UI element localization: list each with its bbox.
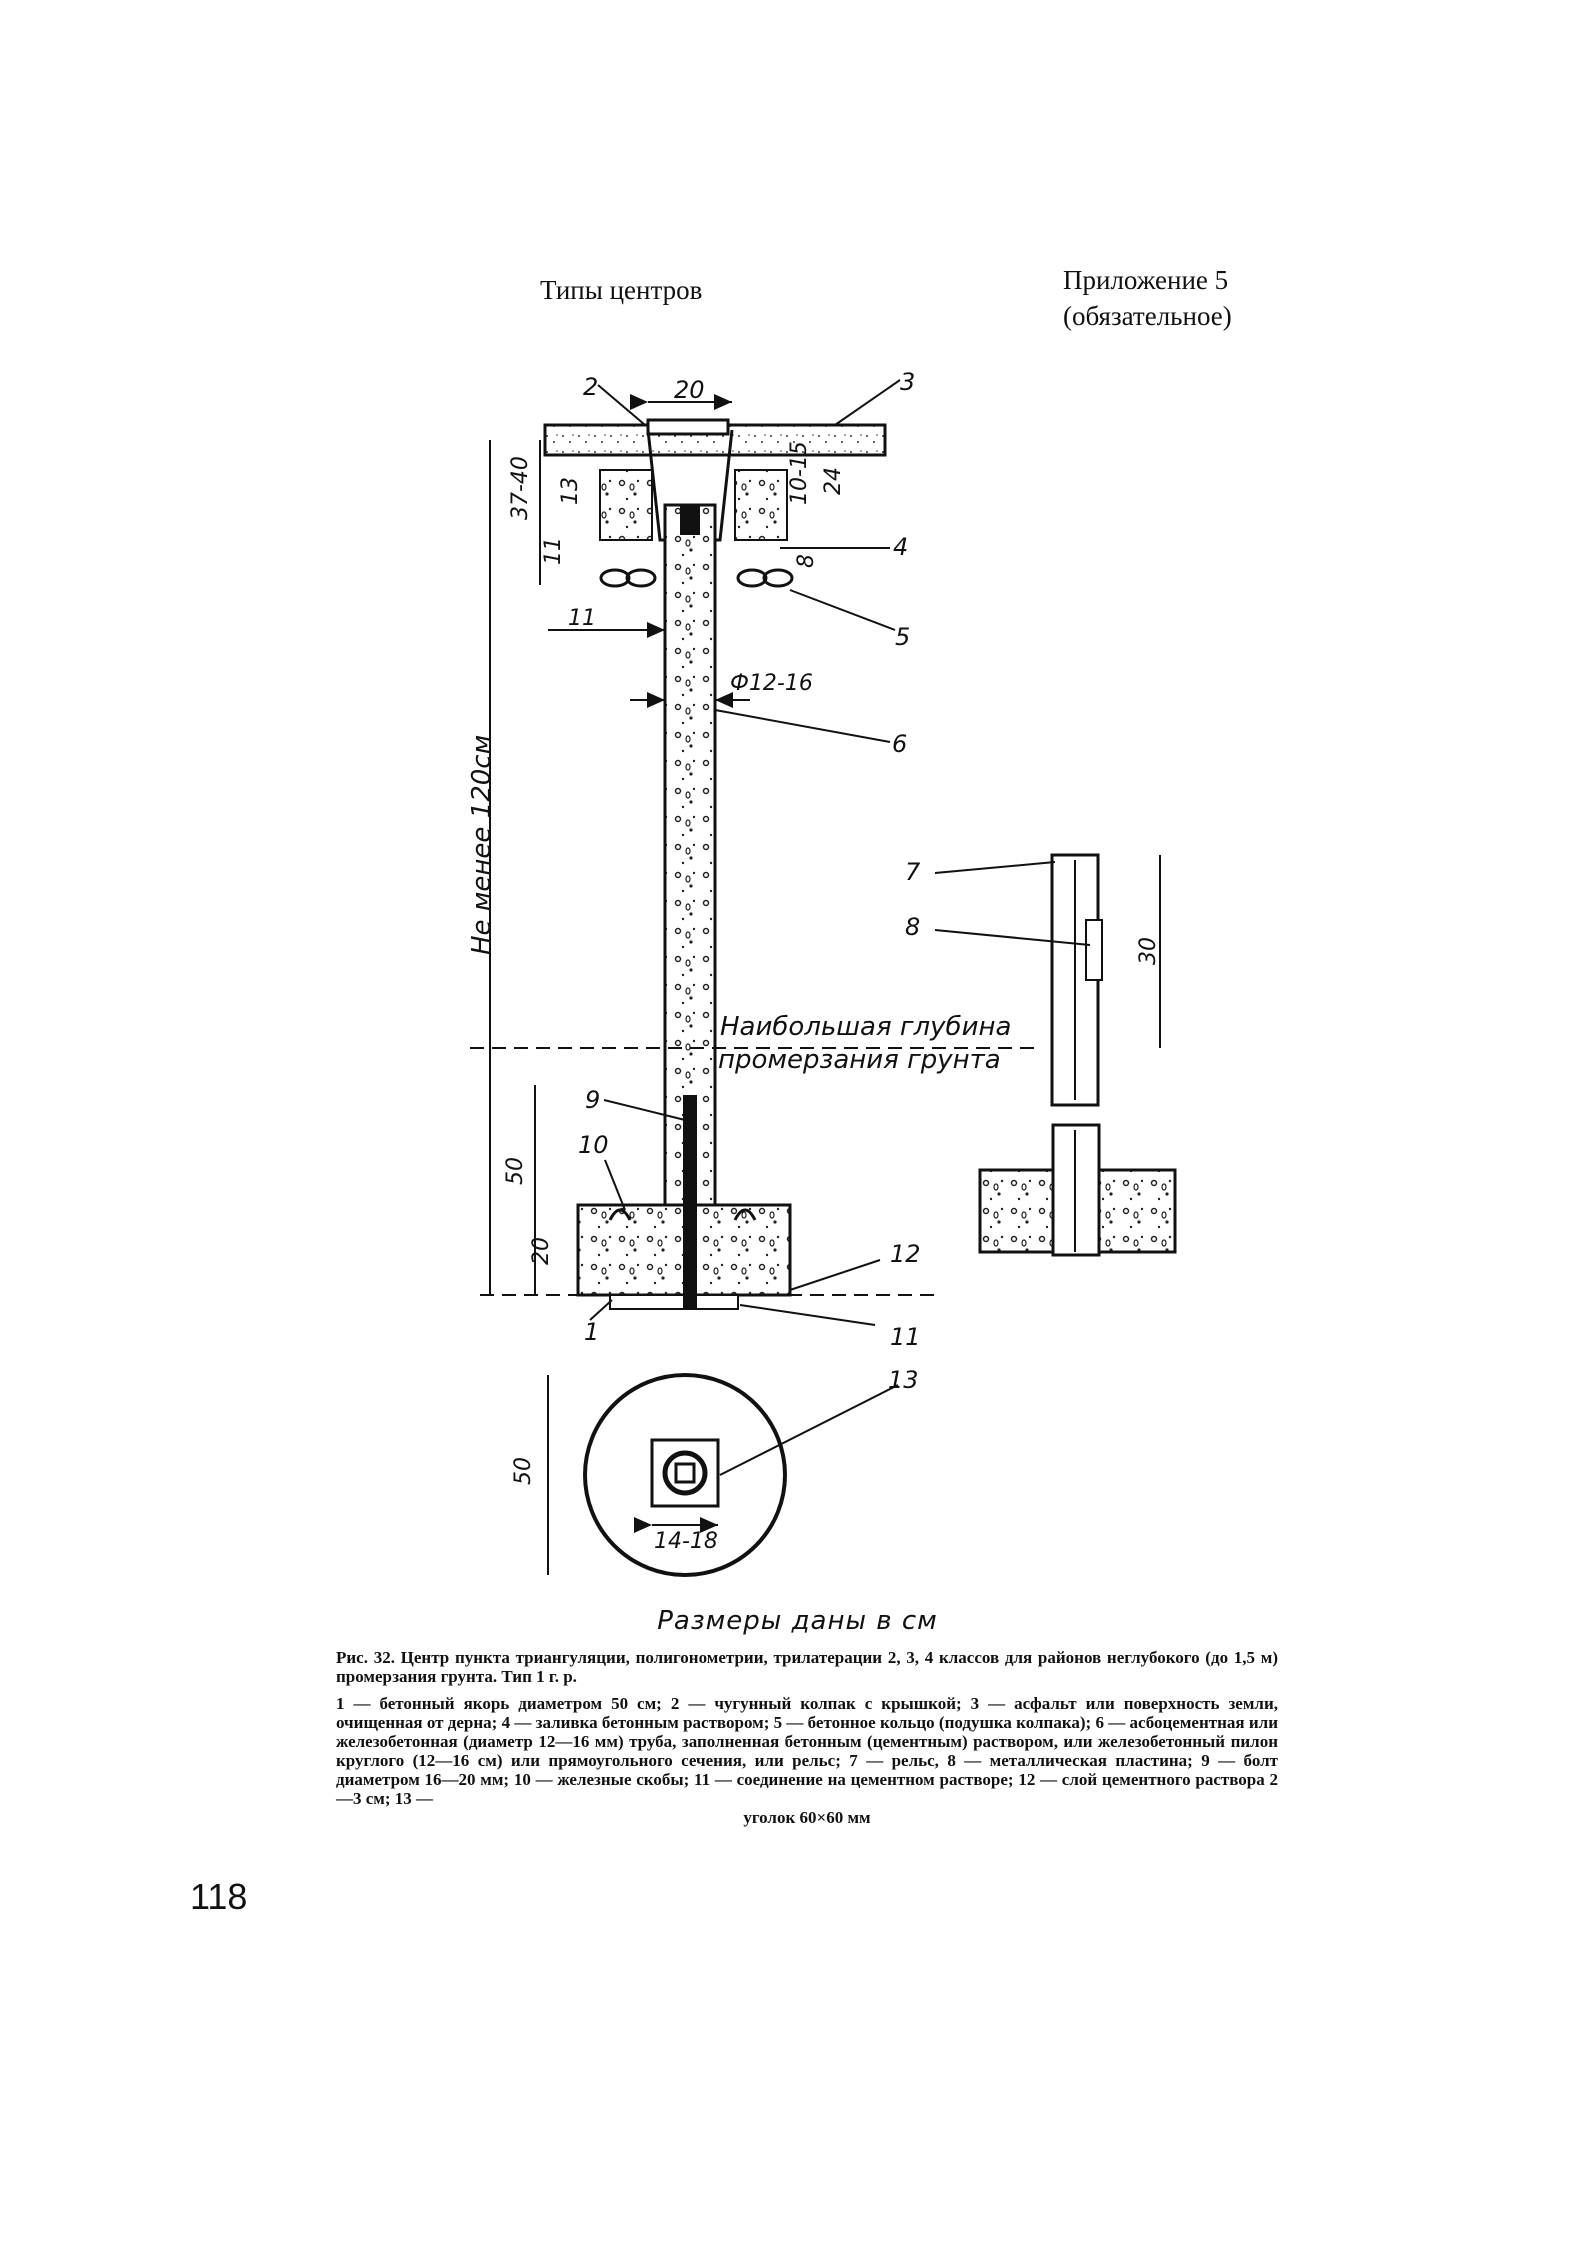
caption-title: Рис. 32. Центр пункта триангуляции, поли… (336, 1648, 1278, 1686)
dim-8: 8 (794, 554, 819, 568)
caption-legend: 1 — бетонный якорь диаметром 50 см; 2 — … (336, 1694, 1278, 1808)
top-bolt (680, 505, 700, 535)
dim-11-horizontal: 11 (568, 606, 596, 631)
callout-2: 2 (583, 373, 598, 401)
callout-13: 13 (888, 1366, 919, 1394)
dimensions-note: Размеры даны в см (657, 1606, 938, 1636)
metal-plate (1085, 919, 1103, 981)
dim-10-15: 10-15 (787, 441, 812, 505)
callout-6: 6 (892, 730, 907, 758)
appendix-line-2: (обязательное) (1063, 301, 1232, 331)
callout-11: 11 (890, 1323, 921, 1351)
frost-label-line-1: Наибольшая глубина (720, 1012, 1011, 1042)
callout-7: 7 (905, 858, 921, 886)
dim-rail-plate: 30 (1136, 937, 1161, 965)
callout-3: 3 (900, 368, 915, 396)
callout-9: 9 (585, 1086, 600, 1114)
caption-legend-end: уголок 60×60 мм (743, 1808, 871, 1827)
iron-brackets (608, 1208, 757, 1221)
dim-base-diameter: 50 (511, 1457, 536, 1485)
callout-1: 1 (584, 1318, 599, 1346)
figure-caption: Рис. 32. Центр пункта триангуляции, поли… (336, 1648, 1278, 1827)
concrete-fill-left (599, 469, 653, 541)
appendix-line-1: Приложение 5 (1063, 265, 1229, 295)
dim-24: 24 (821, 467, 846, 495)
callout-10: 10 (578, 1131, 609, 1159)
callout-4: 4 (893, 533, 908, 561)
appendix-label: Приложение 5 (обязательное) (1063, 262, 1232, 334)
dim-top-width: 20 (674, 376, 705, 404)
callout-12: 12 (890, 1240, 921, 1268)
cement-layer (609, 1294, 739, 1310)
dim-min-depth: Не менее 120см (467, 735, 497, 955)
anchor-bolt (683, 1095, 697, 1310)
dim-50: 50 (503, 1157, 528, 1185)
frost-label-line-2: промерзания грунта (718, 1045, 1001, 1075)
dim-11-vertical: 11 (541, 537, 566, 565)
dim-37-40: 37-40 (508, 456, 533, 520)
concrete-ring (599, 568, 794, 588)
concrete-fill-right (734, 469, 788, 541)
page-number: 118 (190, 1876, 248, 1917)
cast-iron-cap (646, 418, 730, 436)
page-title: Типы центров (540, 275, 703, 305)
dim-20: 20 (529, 1237, 554, 1265)
callout-8: 8 (905, 913, 920, 941)
callout-5: 5 (895, 623, 910, 651)
dim-pipe-diameter: Ф12-16 (730, 671, 813, 696)
dim-angle-size: 14-18 (654, 1529, 718, 1554)
dim-13: 13 (558, 477, 583, 505)
